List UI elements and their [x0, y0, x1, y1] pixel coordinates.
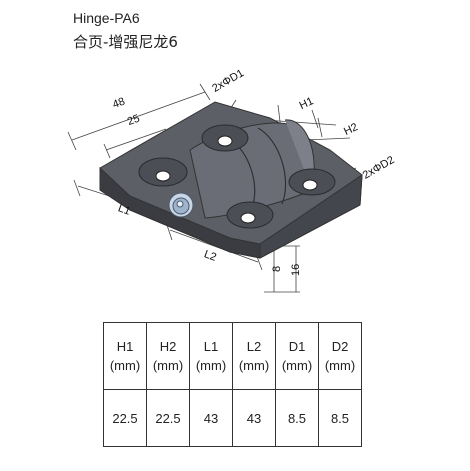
dim-8: 8: [271, 266, 283, 272]
header-l1: L1(mm): [189, 322, 233, 390]
dim-25: 25: [126, 113, 142, 128]
mounting-holes: [138, 124, 336, 229]
value-h1: 22.5: [103, 389, 147, 447]
dim-d1: 2xΦD1: [210, 67, 246, 95]
hinge-drawing: 48 25 2xΦD1 H1 H2 2xΦD2 L1 L2 8 16: [67, 67, 397, 293]
dim-h1: H1: [298, 95, 316, 112]
value-d2: 8.5: [318, 389, 362, 447]
header-h1: H1(mm): [103, 322, 147, 390]
dim-16: 16: [290, 264, 302, 276]
header-l2: L2(mm): [232, 322, 276, 390]
value-d1: 8.5: [275, 389, 319, 447]
product-title: Hinge-PA6: [73, 10, 140, 26]
header-d1: D1(mm): [275, 322, 319, 390]
value-l1: 43: [189, 389, 233, 447]
spec-value-row: 22.5 22.5 43 43 8.5 8.5: [103, 389, 362, 447]
product-name-cn: 合页-增强尼龙6: [73, 33, 178, 51]
hinge-pin: [168, 192, 194, 218]
value-h2: 22.5: [146, 389, 190, 447]
hinge-body: [99, 101, 363, 259]
header-d2: D2(mm): [318, 322, 362, 390]
header-h2: H2(mm): [146, 322, 190, 390]
spec-table: H1(mm) H2(mm) L1(mm) L2(mm) D1(mm) D2(mm…: [103, 322, 362, 447]
dim-l2: L2: [202, 248, 218, 263]
dim-l1: L1: [116, 202, 132, 217]
dim-48: 48: [111, 96, 127, 111]
dim-d2: 2xΦD2: [361, 154, 397, 182]
dim-h2: H2: [342, 121, 360, 138]
value-l2: 43: [232, 389, 276, 447]
spec-header-row: H1(mm) H2(mm) L1(mm) L2(mm) D1(mm) D2(mm…: [103, 322, 362, 390]
